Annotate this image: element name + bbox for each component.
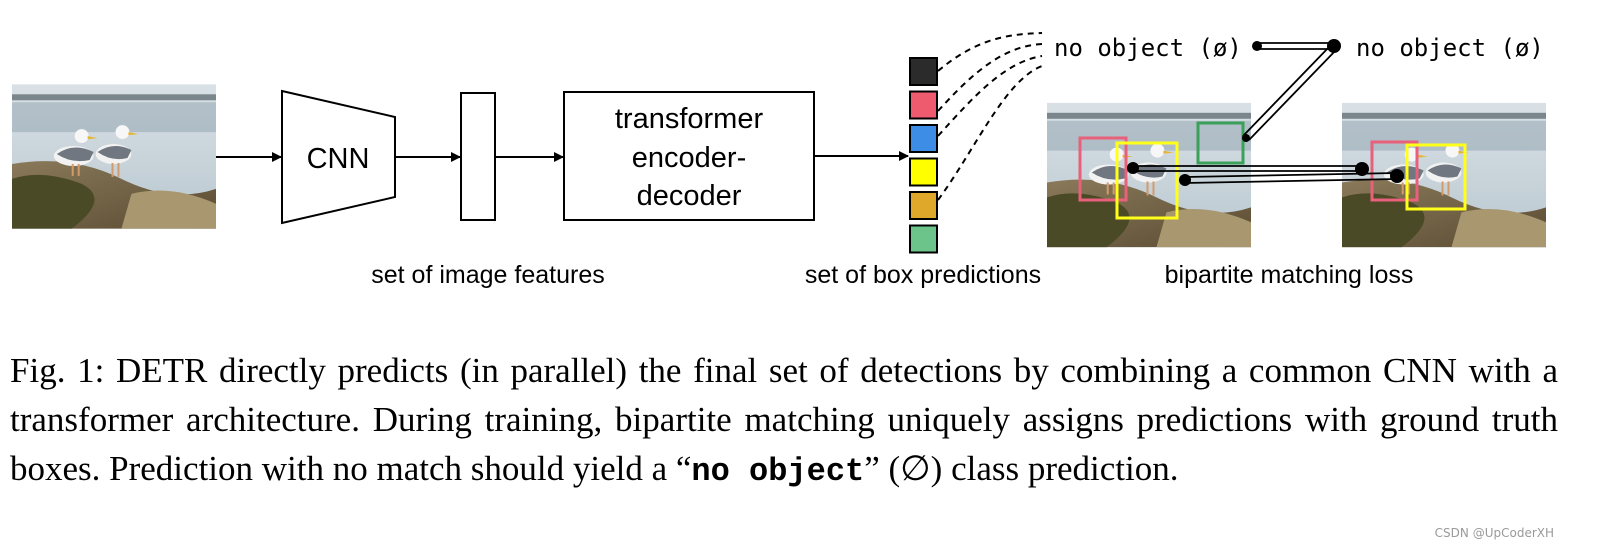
prediction-to-no-object-curves xyxy=(937,32,1043,201)
prediction-square-1 xyxy=(909,57,938,86)
prediction-square-6 xyxy=(909,224,938,254)
transformer-block: transformer encoder- decoder xyxy=(563,91,815,221)
dot-pred-yellow xyxy=(1179,174,1191,186)
match-line-yellow-2 xyxy=(1184,178,1398,184)
box-predictions-label: set of box predictions xyxy=(805,261,1041,289)
figure-caption: Fig. 1: DETR directly predicts (in paral… xyxy=(10,346,1558,496)
match-line-green-2 xyxy=(1248,48,1338,141)
dot-noobj-right xyxy=(1327,39,1341,53)
caption-code-no-object: no object xyxy=(691,453,865,490)
dashed-curve-2 xyxy=(937,43,1043,112)
caption-text-prefix: Fig. 1: DETR directly predicts (in paral… xyxy=(10,351,1558,488)
transformer-label-line-3: decoder xyxy=(637,180,742,212)
dot-gt-pink xyxy=(1355,162,1369,176)
no-object-label-left: no object (ø) xyxy=(1054,34,1242,62)
transformer-label-line-1: transformer xyxy=(615,103,764,135)
image-features-label: set of image features xyxy=(371,261,604,289)
dot-noobj-left xyxy=(1252,41,1262,51)
prediction-square-4 xyxy=(909,157,938,187)
box-predictions xyxy=(909,57,938,254)
image-features-block xyxy=(460,92,496,221)
match-line-green-1 xyxy=(1242,44,1332,137)
ground-truth-image xyxy=(1342,102,1546,248)
cnn-block: CNN xyxy=(281,89,396,225)
no-object-label-right: no object (ø) xyxy=(1356,34,1544,62)
transformer-label-line-2: encoder- xyxy=(632,142,746,174)
cnn-label: CNN xyxy=(307,143,370,175)
dot-pred-pink xyxy=(1127,162,1139,174)
pred-box-yellow xyxy=(1115,141,1179,220)
dot-green-end xyxy=(1242,134,1250,142)
pred-box-pink xyxy=(1078,136,1128,202)
gt-box-pink xyxy=(1370,140,1419,202)
dot-gt-yellow xyxy=(1390,169,1404,183)
matching-dots xyxy=(1127,39,1404,186)
pred-box-green xyxy=(1196,121,1245,165)
matching-loss-label: bipartite matching loss xyxy=(1165,261,1414,289)
detr-pipeline-diagram: CNN transformer encoder- decoder no obje… xyxy=(12,32,1546,289)
watermark: CSDN @UpCoderXH xyxy=(1434,526,1554,540)
dashed-curve-3 xyxy=(937,55,1043,137)
dashed-curve-1 xyxy=(937,32,1043,72)
dashed-curve-4 xyxy=(937,65,1043,201)
prediction-square-3 xyxy=(909,124,938,153)
caption-text-suffix: ” (∅) class prediction. xyxy=(864,449,1179,488)
input-image xyxy=(12,84,216,229)
prediction-square-5 xyxy=(909,191,938,220)
prediction-square-2 xyxy=(909,90,938,120)
gt-box-yellow xyxy=(1405,143,1467,211)
predicted-image xyxy=(1047,102,1251,248)
